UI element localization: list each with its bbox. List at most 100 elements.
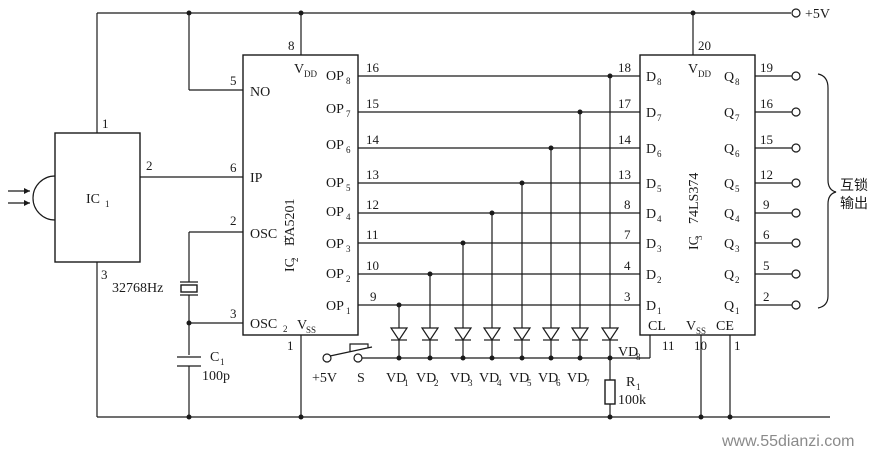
diode-vd1	[389, 327, 409, 342]
switch-s: +5V S	[312, 343, 373, 386]
interlock-label-2: 输出	[840, 196, 868, 212]
d6-name: D	[646, 142, 656, 157]
q7-sub: 7	[735, 113, 740, 123]
diode-vd8	[600, 327, 620, 342]
ic2-title-part: BA5201	[283, 199, 298, 246]
q4-sub: 4	[735, 214, 740, 224]
ic3-ce-name: CE	[716, 319, 734, 334]
vd8-name: VD	[618, 345, 638, 360]
ic3-vss-name: V	[686, 319, 696, 334]
ic2-pin-osc1-num: 2	[230, 213, 237, 228]
vd8-sub: 8	[636, 352, 641, 362]
q3-sub: 3	[735, 244, 740, 254]
d3-pin: 7	[624, 227, 631, 242]
ic2-vss-sub: SS	[306, 325, 316, 335]
q8-name: Q	[724, 70, 734, 85]
q6-sub: 6	[735, 149, 740, 159]
op8-name: OP	[326, 69, 344, 84]
d5-sub: 5	[657, 184, 662, 194]
ic3-cl-pin: 11	[662, 338, 675, 353]
vd7-sub: 7	[585, 378, 590, 388]
op4-name: OP	[326, 205, 344, 220]
q3-name: Q	[724, 237, 734, 252]
vd1-sub: 1	[404, 378, 409, 388]
ic3-ce-pin: 1	[734, 338, 741, 353]
d5-name: D	[646, 177, 656, 192]
q2-pin: 5	[763, 258, 770, 273]
switch-terminal-left	[322, 353, 332, 363]
d1-name: D	[646, 299, 656, 314]
q1-pin: 2	[763, 289, 770, 304]
power-rail: +5V	[96, 7, 830, 417]
ic3-vdd-pin: 20	[698, 38, 711, 53]
d2-name: D	[646, 268, 656, 283]
diode-vd2	[420, 327, 440, 342]
bus-lines: OP 8 OP 7 OP 6 OP 5 OP 4 OP 3 OP 2 OP 1 …	[326, 60, 640, 328]
op5-sub: 5	[346, 183, 351, 193]
r1-value: 100k	[618, 393, 646, 408]
q2-terminal	[791, 269, 801, 279]
op6-pin: 14	[366, 132, 380, 147]
interlock-label-1: 互锁	[840, 178, 868, 194]
vcc-label: +5V	[805, 7, 830, 22]
ic2-pin-osc2-name: OSC	[250, 317, 277, 332]
op5-name: OP	[326, 176, 344, 191]
ic3-cl-name: CL	[648, 319, 666, 334]
q4-pin: 9	[763, 197, 770, 212]
q7-pin: 16	[760, 96, 774, 111]
q4-name: Q	[724, 207, 734, 222]
q6-name: Q	[724, 142, 734, 157]
d4-pin: 8	[624, 197, 631, 212]
ic2-vdd-pin: 8	[288, 38, 295, 53]
ic2-title-name: IC	[283, 258, 298, 272]
vd6-name: VD	[538, 371, 558, 386]
q3-terminal	[791, 238, 801, 248]
ic1-pin1: 1	[102, 116, 109, 131]
op6-sub: 6	[346, 145, 351, 155]
d3-sub: 3	[657, 244, 662, 254]
r1-sub: 1	[636, 382, 641, 392]
d8-sub: 8	[657, 77, 662, 87]
q3-pin: 6	[763, 227, 770, 242]
ic3-title-part: 74LS374	[687, 173, 702, 224]
ic2-vdd-sub: DD	[304, 69, 317, 79]
vd4-sub: 4	[497, 378, 502, 388]
q5-terminal	[791, 178, 801, 188]
crystal-osc: 32768Hz	[112, 231, 243, 355]
vd3-name: VD	[450, 371, 470, 386]
diode-vd5	[512, 327, 532, 342]
vd4-name: VD	[479, 371, 499, 386]
ic2-pin-no-num: 5	[230, 73, 237, 88]
q7-name: Q	[724, 106, 734, 121]
d6-sub: 6	[657, 149, 662, 159]
switch-label: S	[357, 371, 365, 386]
ic3-title: IC 3 74LS374	[687, 173, 704, 250]
ic2-vss-name: V	[297, 318, 307, 333]
op1-sub: 1	[346, 306, 351, 316]
diode-vd3	[453, 327, 473, 342]
ic2-ba5201: 8 V DD 5 NO 6 IP 2 OSC 1 3 OSC 2 V SS 1 …	[230, 13, 359, 417]
c1-value: 100p	[202, 369, 230, 384]
op2-sub: 2	[346, 274, 351, 284]
diode-vd7	[570, 327, 590, 342]
d2-sub: 2	[657, 275, 662, 285]
q8-terminal	[791, 71, 801, 81]
q7-terminal	[791, 107, 801, 117]
q5-sub: 5	[735, 184, 740, 194]
ic2-vdd-name: V	[294, 62, 304, 77]
ic1-sub: 1	[105, 199, 110, 209]
vcc-terminal	[791, 8, 801, 18]
vd3-sub: 3	[468, 378, 473, 388]
d6-pin: 14	[618, 132, 632, 147]
op8-sub: 8	[346, 76, 351, 86]
q8-sub: 8	[735, 77, 740, 87]
op1-name: OP	[326, 299, 344, 314]
q6-pin: 15	[760, 132, 773, 147]
d4-sub: 4	[657, 214, 662, 224]
d5-pin: 13	[618, 167, 631, 182]
vd5-sub: 5	[527, 378, 532, 388]
ic2-pin-osc1-name: OSC	[250, 227, 277, 242]
ic3-vdd-name: V	[688, 62, 698, 77]
